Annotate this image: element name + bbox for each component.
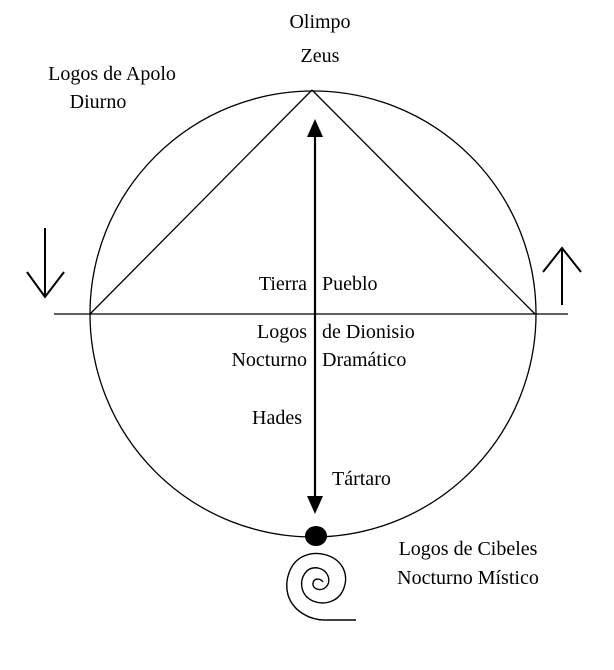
arrowhead-down	[307, 496, 323, 514]
arrow-down-icon	[26, 228, 65, 299]
label-nocturno-mistico: Nocturno Místico	[397, 567, 539, 589]
label-de-dionisio: de Dionisio	[322, 321, 415, 343]
label-logos-de-apolo: Logos de Apolo	[48, 63, 176, 85]
label-pueblo: Pueblo	[322, 273, 378, 295]
label-dramatico: Dramático	[322, 349, 406, 371]
spiral-icon	[286, 552, 356, 621]
label-logos-de-cibeles: Logos de Cibeles	[399, 538, 538, 560]
arrowhead-up	[307, 119, 323, 137]
triangle-left-side	[89, 89, 313, 315]
label-olimpo: Olimpo	[289, 11, 350, 33]
label-diurno: Diurno	[70, 91, 127, 113]
label-nocturno: Nocturno	[231, 349, 307, 371]
label-zeus: Zeus	[301, 45, 340, 67]
label-hades: Hades	[252, 407, 302, 429]
arrow-up-icon	[542, 246, 582, 305]
label-tartaro: Tártaro	[332, 468, 391, 490]
triangle-right-side	[311, 89, 536, 315]
tartaro-dot	[305, 526, 327, 546]
label-tierra: Tierra	[259, 273, 307, 295]
label-logos: Logos	[257, 321, 307, 343]
